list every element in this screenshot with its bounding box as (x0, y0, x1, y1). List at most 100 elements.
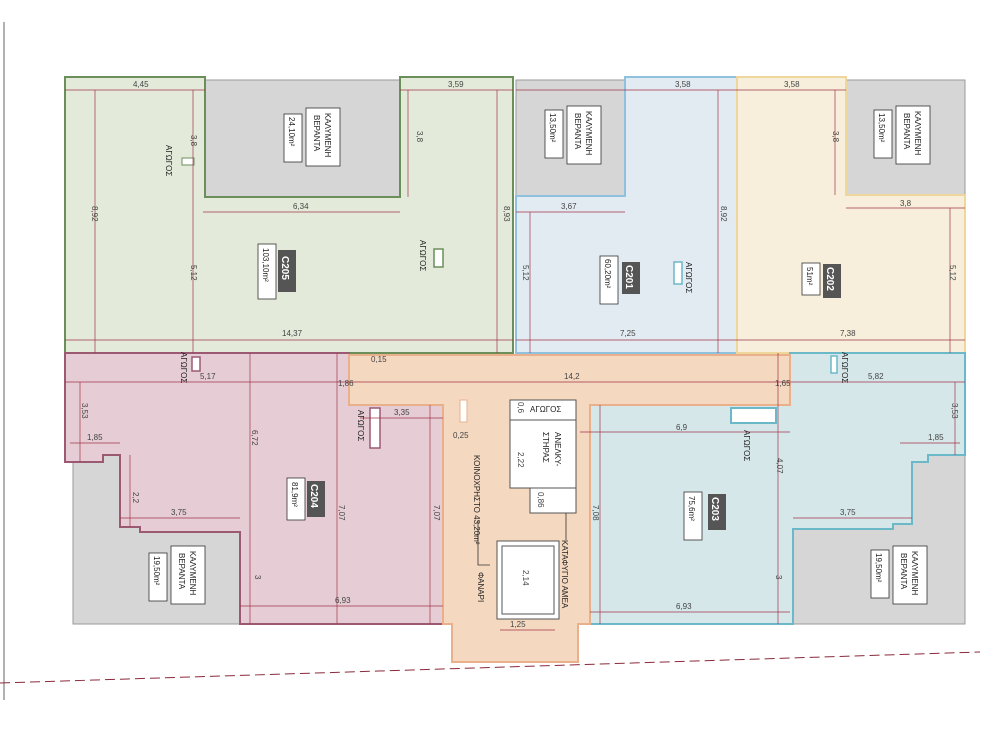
duct-label-5: ΑΓΩΓΟΣ (356, 410, 365, 441)
lightwell-leader (477, 520, 490, 566)
dim-1437: 14,37 (282, 329, 303, 338)
duct-label-8: ΑΓΩΓΟΣ (530, 405, 561, 414)
dim-634: 6,34 (293, 202, 309, 211)
dim-69: 6,9 (676, 423, 688, 432)
svg-text:19,50m²: 19,50m² (152, 556, 161, 586)
svg-text:ΒΕΡΑΝΤΑ: ΒΕΡΑΝΤΑ (177, 553, 186, 590)
property-boundary-line (0, 651, 981, 684)
svg-text:ΒΕΡΑΝΤΑ: ΒΕΡΑΝΤΑ (902, 113, 911, 150)
dim-708: 7,08 (591, 505, 600, 521)
unit-tag-c205: C205 103,10m² (257, 243, 296, 300)
light-well-inner (501, 545, 555, 615)
dim-222: 2,22 (516, 452, 525, 468)
dim-353b: 3,53 (950, 403, 959, 419)
svg-text:19,50m²: 19,50m² (874, 553, 883, 583)
dim-407: 4,07 (775, 458, 784, 474)
common-area-label: ΚΟΙΝΟΧΡΗΣΤΟ 43,20m² (472, 455, 481, 545)
dimension-lines (65, 89, 965, 631)
dim-517: 5,17 (200, 372, 216, 381)
dim-185a: 1,85 (87, 433, 103, 442)
unit-c202-code: C202 (824, 267, 835, 291)
unit-c203-area-text: 75,6m² (687, 496, 696, 521)
dim-142: 14,2 (564, 372, 580, 381)
dim-893: 8,93 (502, 206, 511, 222)
dim-358b: 3,58 (784, 80, 800, 89)
light-well (496, 540, 560, 620)
dim-892b: 8,92 (719, 206, 728, 222)
unit-tag-c203: C203 75,6m² (683, 491, 726, 541)
dim-693a: 6,93 (335, 596, 351, 605)
unit-c205-area-text: 103,10m² (261, 248, 270, 282)
svg-text:ΒΕΡΑΝΤΑ: ΒΕΡΑΝΤΑ (899, 553, 908, 590)
dim-358a: 3,58 (675, 80, 691, 89)
unit-c204-area-text: 81,9m² (290, 482, 299, 507)
unit-c203-code: C203 (709, 497, 720, 521)
unit-c205-code: C205 (279, 256, 290, 280)
duct-label-2: ΑΓΩΓΟΣ (418, 240, 427, 271)
shelter-box (529, 487, 577, 514)
unit-c202-area[interactable] (736, 76, 966, 354)
dim-38a: 3,8 (189, 135, 198, 147)
dim-707a: 7,07 (337, 505, 346, 521)
dim-185b: 1,85 (928, 433, 944, 442)
dim-359: 3,59 (448, 80, 464, 89)
dim-3b: 3 (774, 575, 783, 580)
duct-label-4: ΑΓΩΓΟΣ (179, 352, 188, 383)
dim-512a: 5,12 (189, 265, 198, 281)
elevator-shaft (509, 419, 577, 489)
elevator-label-1: ΑΝΕΛΚΥ- (553, 432, 562, 467)
duct-label-3: ΑΓΩΓΟΣ (684, 262, 693, 293)
dim-165: 1,65 (775, 379, 791, 388)
svg-text:ΚΑΛΥΜΕΝΗ: ΚΑΛΥΜΕΝΗ (188, 551, 197, 596)
svg-text:24,10m²: 24,10m² (287, 117, 296, 147)
unit-tag-c204: C204 81,9m² (286, 477, 325, 521)
unit-tag-c202: C202 51m² (801, 262, 841, 298)
dim-707b: 7,07 (432, 505, 441, 521)
svg-text:ΒΕΡΑΝΤΑ: ΒΕΡΑΝΤΑ (573, 113, 582, 150)
veranda-label-top-right: ΚΑΛΥΜΕΝΗ ΒΕΡΑΝΤΑ 13,50m² (873, 105, 931, 165)
dim-086: 0,86 (536, 492, 545, 508)
dim-367: 3,67 (561, 202, 577, 211)
elevator-label-2: ΣΤΗΡΑΣ (541, 432, 550, 463)
dim-38b: 3,8 (415, 131, 424, 143)
veranda-label-bottom-left: ΚΑΛΥΜΕΝΗ ΒΕΡΑΝΤΑ 19,50m² (148, 545, 206, 605)
dim-892a: 8,92 (90, 206, 99, 222)
dim-186: 1,86 (338, 379, 354, 388)
svg-text:13,50m²: 13,50m² (548, 113, 557, 143)
dim-445: 4,45 (133, 80, 149, 89)
duct-markers (181, 157, 838, 449)
dim-512b: 5,12 (521, 265, 530, 281)
unit-c201-code: C201 (623, 265, 634, 289)
duct-label-1: ΑΓΩΓΟΣ (164, 145, 173, 176)
dim-38d: 3,8 (831, 131, 840, 143)
dim-725: 7,25 (620, 329, 636, 338)
dim-015: 0,15 (371, 355, 387, 364)
svg-text:ΚΑΛΥΜΕΝΗ: ΚΑΛΥΜΕΝΗ (910, 551, 919, 596)
dim-512c: 5,12 (948, 265, 957, 281)
duct-labels: ΑΓΩΓΟΣ ΑΓΩΓΟΣ ΑΓΩΓΟΣ ΑΓΩΓΟΣ ΑΓΩΓΟΣ ΑΓΩΓΟ… (164, 145, 849, 461)
svg-text:13,50m²: 13,50m² (877, 113, 886, 143)
veranda-label-bottom-right: ΚΑΛΥΜΕΝΗ ΒΕΡΑΝΤΑ 19,50m² (870, 545, 928, 605)
svg-text:ΚΑΛΥΜΕΝΗ: ΚΑΛΥΜΕΝΗ (584, 111, 593, 156)
dim-text-horizontal: 4,45 3,59 3,58 3,58 6,34 3,67 3,8 14,37 … (87, 80, 944, 629)
dim-672: 6,72 (250, 430, 259, 446)
dim-22: 2,2 (131, 492, 140, 504)
dim-125: 1,25 (510, 620, 526, 629)
veranda-label-top-left: ΚΑΛΥΜΕΝΗ ΒΕΡΑΝΤΑ 24,10m² (283, 107, 341, 167)
dim-06: 0,6 (516, 402, 525, 414)
dim-335: 3,35 (394, 408, 410, 417)
elevator-top (509, 399, 577, 421)
dim-text-vertical: 3,8 3,8 3,8 8,92 8,93 8,92 5,12 5,12 5,1… (80, 131, 959, 586)
svg-text:ΚΑΛΥΜΕΝΗ: ΚΑΛΥΜΕΝΗ (913, 111, 922, 156)
dim-3a: 3 (253, 575, 262, 580)
svg-text:ΚΑΛΥΜΕΝΗ: ΚΑΛΥΜΕΝΗ (323, 113, 332, 158)
svg-text:ΒΕΡΑΝΤΑ: ΒΕΡΑΝΤΑ (312, 115, 321, 152)
veranda-label-top-mid: ΚΑΛΥΜΕΝΗ ΒΕΡΑΝΤΑ 13,50m² (544, 105, 602, 165)
unit-tag-c201: C201 60,20m² (599, 255, 640, 305)
dim-025: 0,25 (453, 431, 469, 440)
duct-label-6: ΑΓΩΓΟΣ (840, 352, 849, 383)
dim-38c: 3,8 (900, 199, 912, 208)
stairs-label: ΚΑΤΑΦΥΓΙΟ ΑΜΕΑ (560, 540, 569, 609)
dim-214: 2,14 (521, 570, 530, 586)
unit-c202-area-text: 51m² (805, 267, 814, 286)
